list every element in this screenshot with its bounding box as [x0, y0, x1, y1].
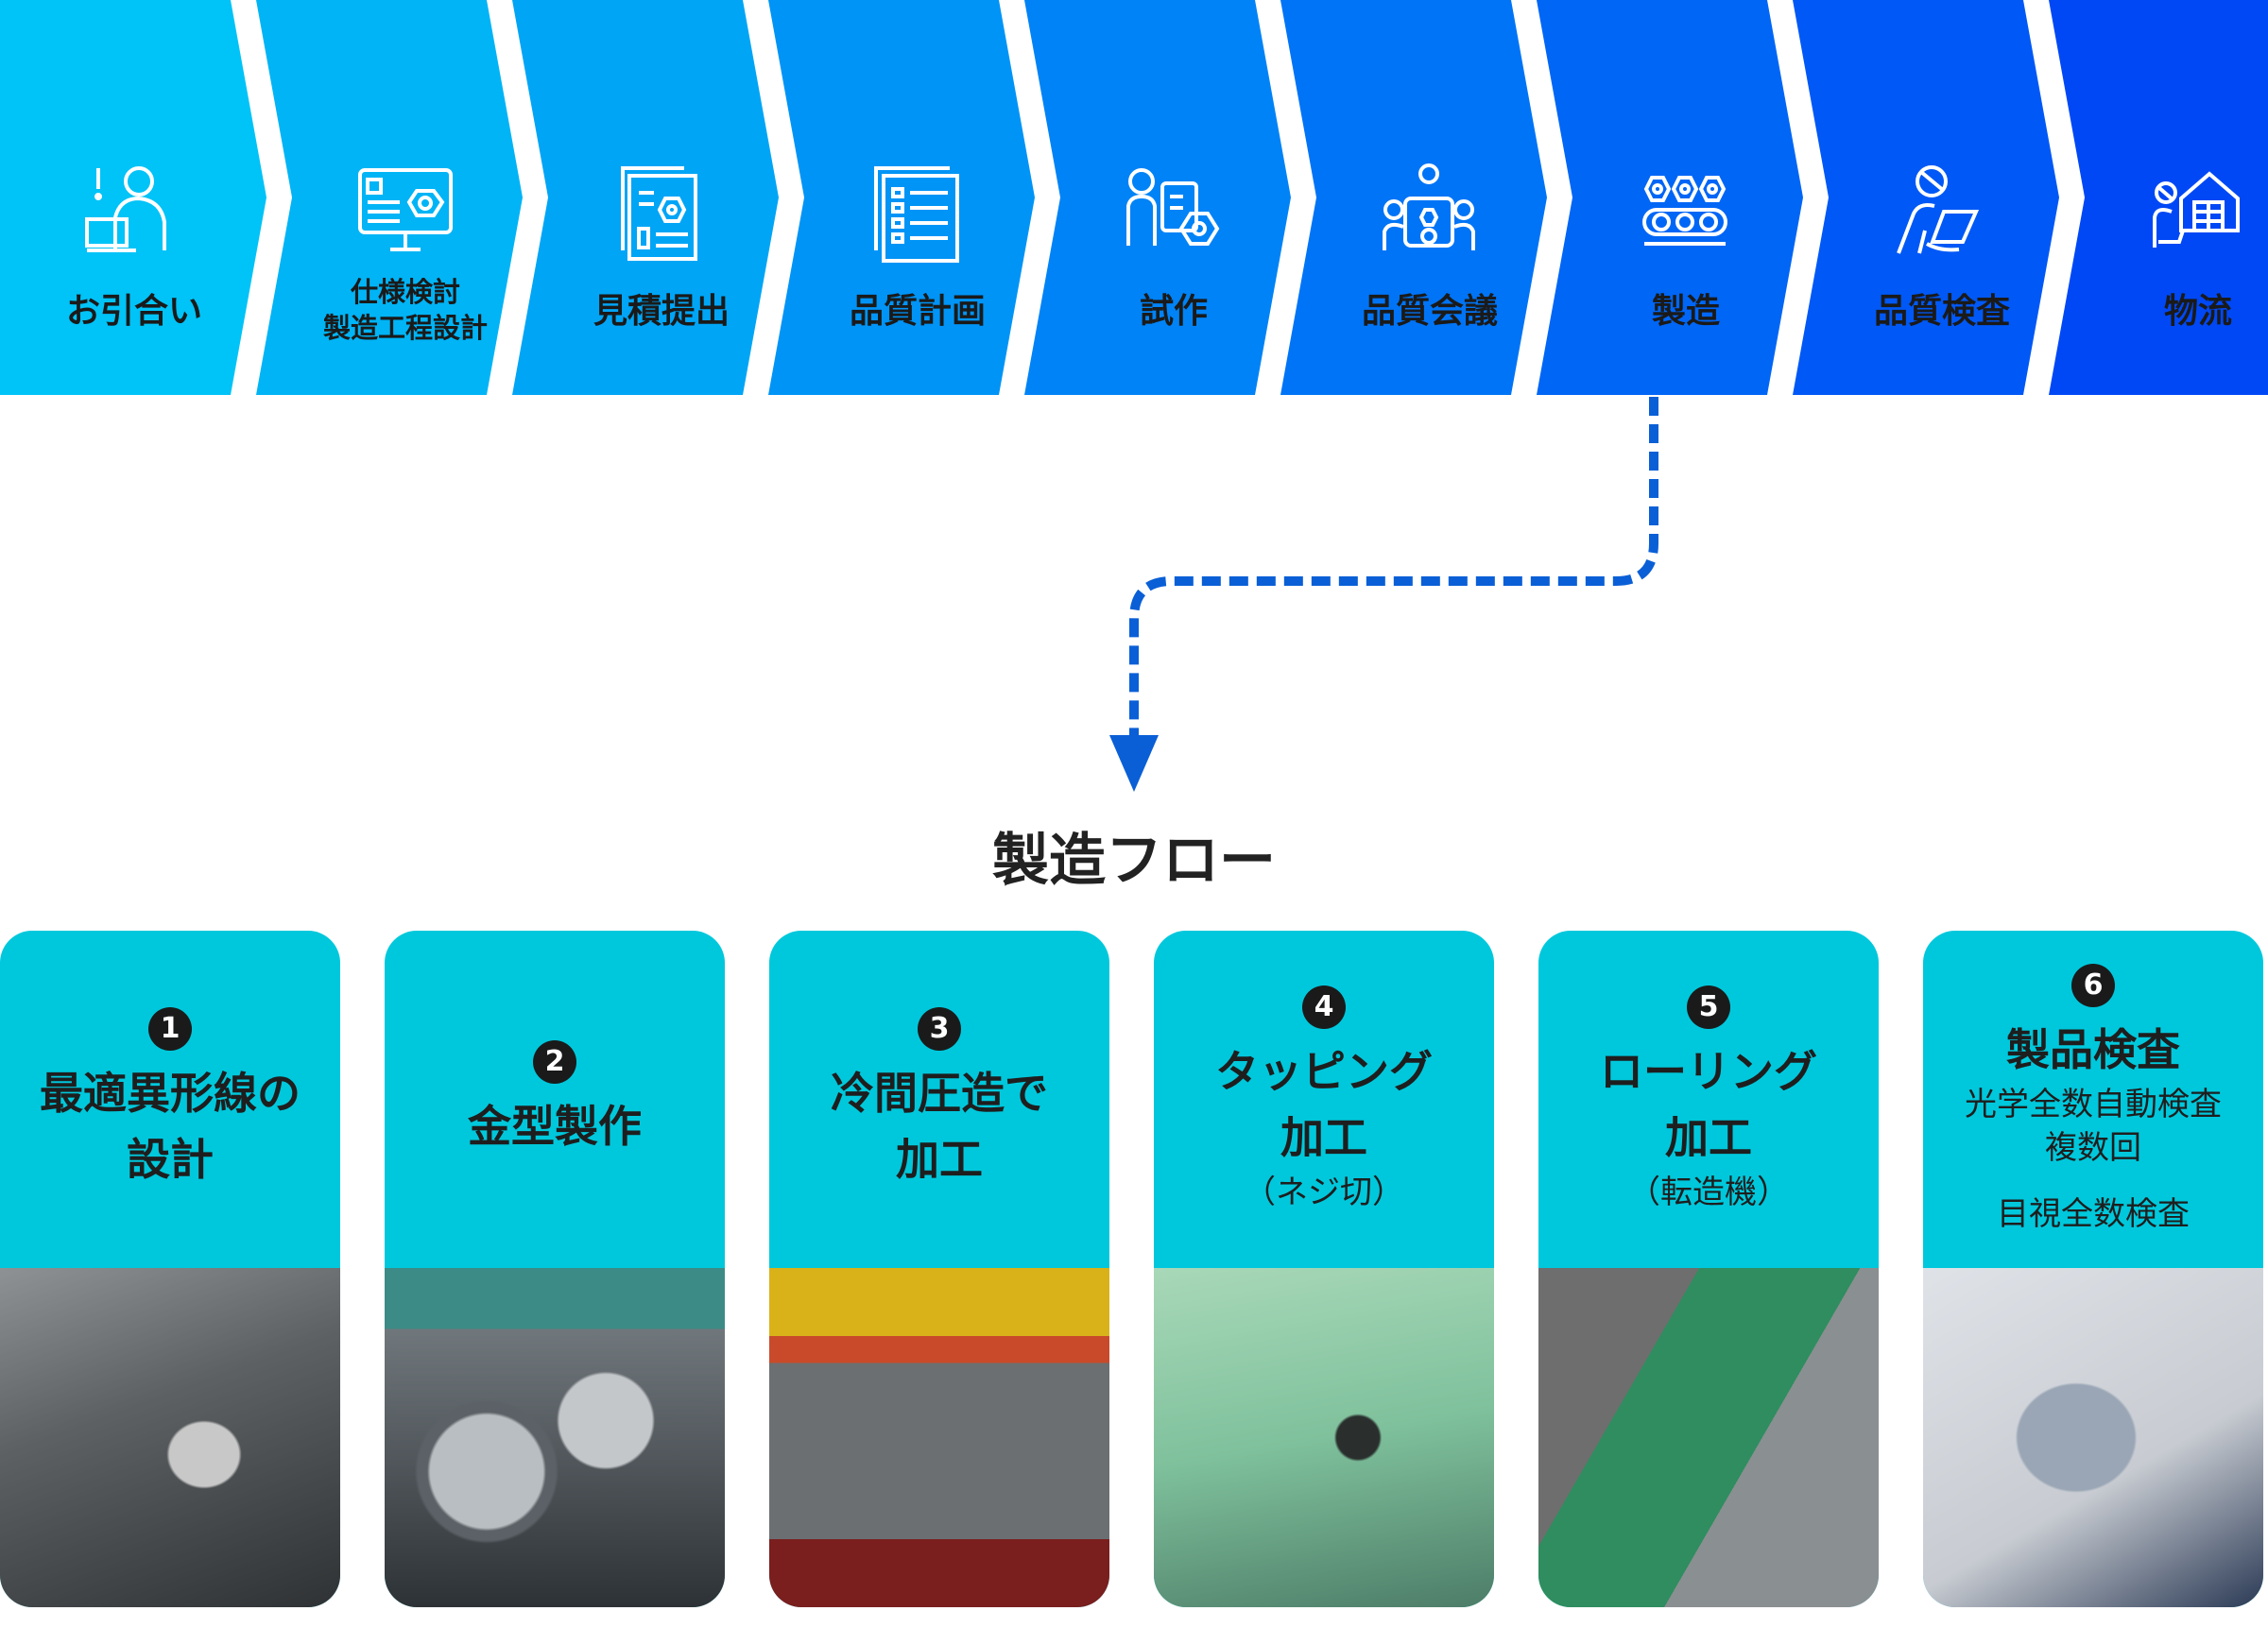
checklist-icon: [874, 166, 959, 263]
card-title-line: 金型製作: [468, 1100, 642, 1152]
flow-title: 製造フロー: [992, 828, 1276, 894]
card-header: 4 タッピング加工 （ネジ切）: [1154, 931, 1494, 1268]
card-title-line: タッピング: [1215, 1045, 1433, 1097]
card-header: 3 冷間圧造で加工: [769, 931, 1109, 1268]
prototype-worker-icon: [1126, 168, 1220, 246]
cold-heading-photo: [769, 1268, 1109, 1607]
wire-photo: [0, 1268, 340, 1607]
rolling-machine-photo: [1538, 1268, 1879, 1607]
person-laptop-icon: [85, 166, 166, 252]
card-subtitle-line: 複数回: [2045, 1128, 2141, 1167]
step-badge: 6: [2071, 963, 2115, 1007]
chevron-shape: [512, 0, 779, 395]
step-label-line: 製造工程設計: [322, 312, 488, 344]
card-header: 1 最適異形線の設計: [0, 931, 340, 1268]
arrow-down-icon: [1109, 735, 1159, 792]
process-step-5: 試作: [1024, 0, 1291, 395]
step-label: 品質検査: [1873, 292, 2010, 331]
flow-card-2: 2 金型製作: [385, 931, 725, 1607]
card-header: 6 製品検査光学全数自動検査複数回目視全数検査: [1923, 931, 2263, 1268]
meeting-icon: [1383, 163, 1475, 250]
flow-connector: [1109, 397, 1658, 792]
card-header: 2 金型製作: [385, 931, 725, 1268]
step-badge: 1: [148, 1006, 192, 1051]
quote-document-icon: [621, 166, 697, 261]
step-badge: 4: [1302, 985, 1346, 1029]
step-label-line: 仕様検討: [350, 276, 460, 308]
inspection-photo: [1923, 1268, 2263, 1607]
step-label: 製造: [1651, 292, 1720, 331]
step-badge: 3: [918, 1006, 961, 1051]
process-step-3: 見積提出: [512, 0, 779, 395]
flow-card-1: 1 最適異形線の設計: [0, 931, 340, 1607]
chevron-shape: [1793, 0, 2059, 395]
process-step-7: 製造: [1537, 0, 1803, 395]
process-step-2: 仕様検討製造工程設計: [256, 0, 523, 395]
step-badge: 5: [1687, 985, 1730, 1029]
card-title-line: 加工: [1280, 1111, 1367, 1163]
dies-photo: [385, 1268, 725, 1607]
step-label: 品質会議: [1361, 292, 1498, 331]
chevron-shape: [1537, 0, 1803, 395]
card-subtitle-extra: 目視全数検査: [1997, 1194, 2190, 1233]
tapping-machine-photo: [1154, 1268, 1494, 1607]
process-step-1: お引合い: [0, 0, 266, 395]
flow-card-6: 6 製品検査光学全数自動検査複数回目視全数検査: [1923, 931, 2263, 1607]
card-title-line: 加工: [1665, 1111, 1752, 1163]
flow-card-4: 4 タッピング加工 （ネジ切）: [1154, 931, 1494, 1607]
conveyor-icon: [1642, 176, 1727, 246]
card-header: 5 ローリング加工 （転造機）: [1538, 931, 1879, 1268]
step-label: 品質計画: [849, 292, 986, 331]
monitor-nut-icon: [358, 168, 453, 251]
process-step-6: 品質会議: [1280, 0, 1547, 395]
card-subtitle-line: 光学全数自動検査: [1965, 1085, 2222, 1123]
step-badge: 2: [533, 1039, 576, 1084]
card-subtitle-line: （ネジ切）: [1244, 1173, 1404, 1211]
card-title-line: ローリング: [1600, 1045, 1817, 1097]
flow-card-5: 5 ローリング加工 （転造機）: [1538, 931, 1879, 1607]
inspector-tablet-icon: [1897, 165, 1980, 254]
process-step-9: 物流: [2049, 0, 2268, 395]
flow-card-3: 3 冷間圧造で加工: [769, 931, 1109, 1607]
card-subtitle-line: （転造機）: [1628, 1173, 1789, 1211]
card-title-line: 最適異形線の: [40, 1067, 301, 1119]
card-title-line: 冷間圧造で: [831, 1067, 1048, 1119]
step-label: 試作: [1139, 292, 1208, 331]
card-title-line: 製品検査: [2006, 1023, 2180, 1075]
dashed-connector-line: [1129, 397, 1658, 742]
warehouse-icon: [2153, 171, 2240, 248]
chevron-shape: [1024, 0, 1291, 395]
card-title-line: 加工: [896, 1133, 983, 1185]
step-label: 仕様検討製造工程設計: [283, 274, 528, 346]
card-title-line: 設計: [127, 1133, 214, 1185]
step-label: お引合い: [65, 292, 202, 331]
step-label: 物流: [2163, 292, 2232, 331]
chevron-shape: [256, 0, 523, 395]
process-step-4: 品質計画: [768, 0, 1035, 395]
step-label: 見積提出: [593, 292, 730, 331]
process-step-8: 品質検査: [1793, 0, 2059, 395]
